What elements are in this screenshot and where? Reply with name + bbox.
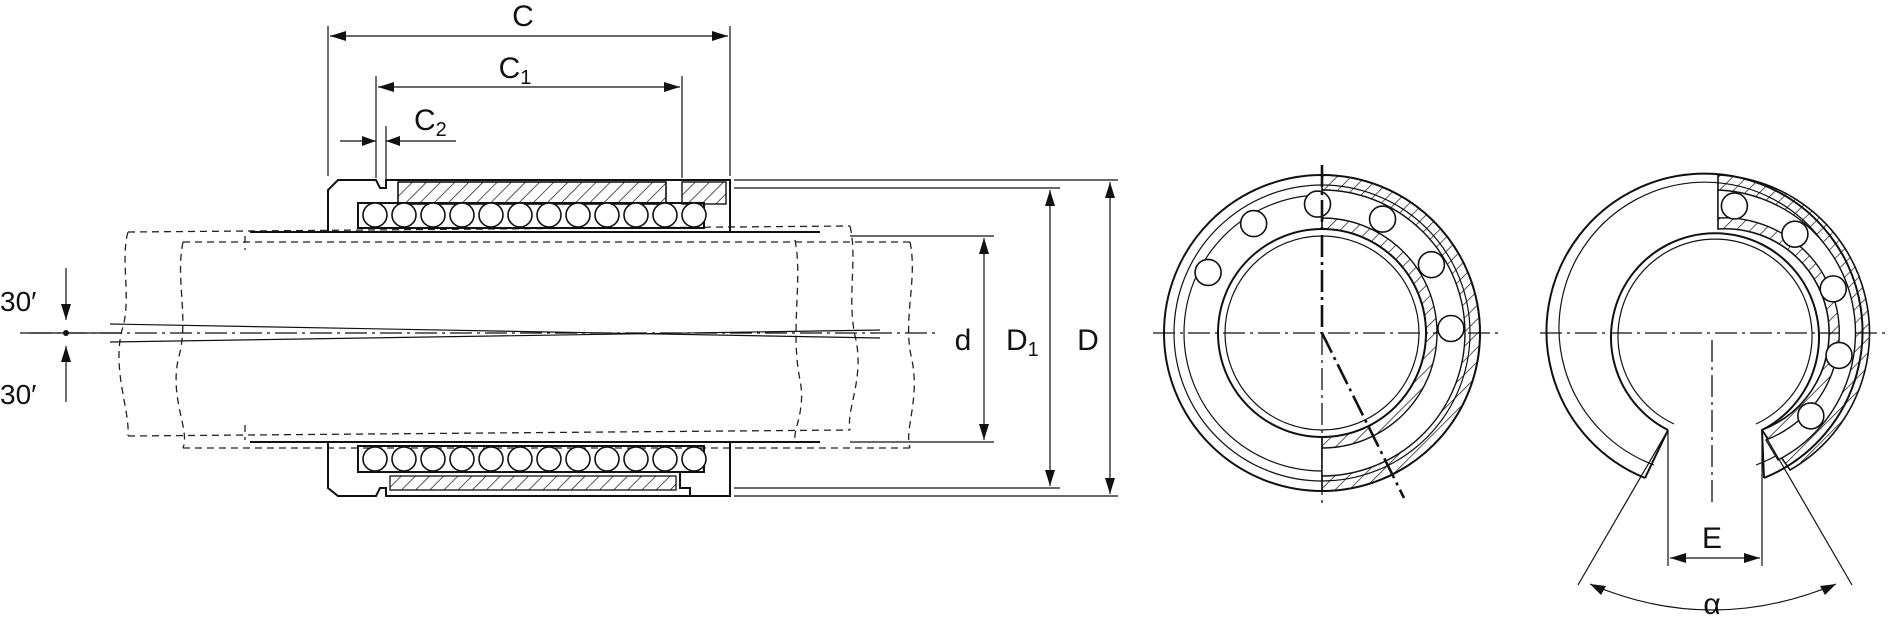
- ball: [565, 202, 591, 228]
- ball: [623, 446, 649, 472]
- ball: [478, 446, 504, 472]
- ball: [681, 446, 707, 472]
- ball: [1797, 402, 1825, 430]
- ball: [1825, 341, 1853, 370]
- ball: [681, 202, 707, 228]
- ball: [391, 202, 417, 228]
- ball: [652, 202, 678, 228]
- dimension-d1: [734, 187, 1060, 489]
- label-d1: D1: [1006, 324, 1039, 361]
- ball: [536, 202, 562, 228]
- lower-bearing-section: [327, 441, 731, 497]
- ball: [1303, 190, 1332, 218]
- label-c1: C1: [499, 52, 532, 89]
- ball: [362, 446, 388, 472]
- upper-ball-row: [362, 202, 707, 228]
- label-d-outer: D: [1077, 324, 1099, 357]
- ball: [420, 202, 446, 228]
- label-angle-bottom: 30′: [0, 379, 36, 410]
- misalignment-angle-marks: [20, 268, 120, 402]
- ball: [1368, 205, 1397, 233]
- ball: [652, 446, 678, 472]
- open-view-balls: [1720, 192, 1853, 430]
- label-e: E: [1702, 522, 1722, 555]
- dimension-c: [327, 26, 731, 176]
- lower-ball-row: [362, 446, 707, 472]
- ball: [1194, 258, 1222, 287]
- ball: [623, 202, 649, 228]
- ball: [594, 202, 620, 228]
- ball: [536, 446, 562, 472]
- ball: [420, 446, 446, 472]
- ball: [449, 202, 475, 228]
- ball: [1239, 209, 1268, 238]
- ball: [594, 446, 620, 472]
- dimension-d: [850, 235, 994, 443]
- ball: [1781, 220, 1809, 248]
- front-view-balls: [1194, 190, 1465, 343]
- ball: [507, 446, 533, 472]
- ball: [1437, 314, 1465, 343]
- upper-bearing-section: [327, 179, 731, 233]
- ball: [1417, 250, 1446, 279]
- dimension-c1: [375, 76, 683, 178]
- ball: [449, 446, 475, 472]
- label-angle-top: 30′: [0, 286, 36, 317]
- label-alpha: α: [1703, 588, 1720, 619]
- ball: [507, 202, 533, 228]
- dimension-alpha: [1577, 429, 1853, 611]
- ball: [1720, 192, 1749, 220]
- side-view: C C1 C2 d: [0, 0, 1118, 497]
- ball: [391, 446, 417, 472]
- ball: [478, 202, 504, 228]
- dimension-e: [1667, 430, 1763, 566]
- ball: [362, 202, 388, 228]
- tilted-axis-line-upper: [109, 323, 881, 339]
- front-view-open: E α: [1540, 172, 1889, 619]
- ball: [565, 446, 591, 472]
- bore-open: [1610, 232, 1820, 431]
- dimension-d-outer: [734, 179, 1118, 497]
- label-c2: C2: [414, 104, 447, 141]
- dimension-c2: [340, 126, 456, 180]
- tilted-section-line: [1320, 332, 1406, 499]
- label-d: d: [955, 324, 972, 357]
- front-view-closed: [1153, 165, 1500, 505]
- label-c: C: [512, 0, 534, 33]
- tilted-axis-line-lower: [109, 329, 881, 343]
- ball: [1819, 275, 1848, 303]
